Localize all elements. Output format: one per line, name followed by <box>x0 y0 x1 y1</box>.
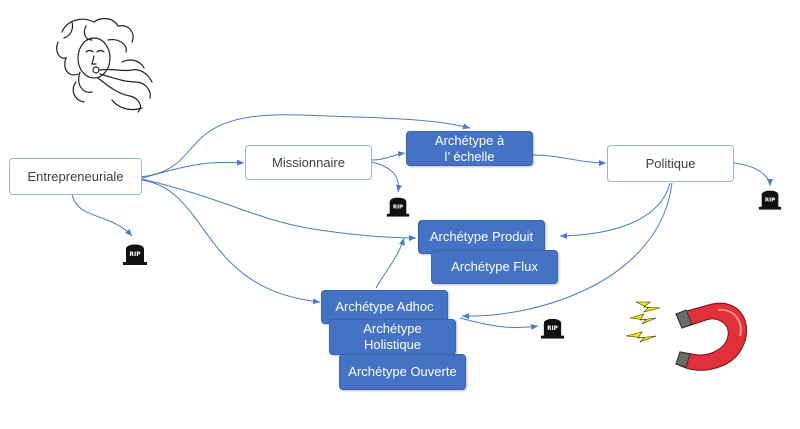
arrow-adhoc-to-rip <box>459 317 539 330</box>
arrow-entrepreneuriale-to-rip <box>71 192 133 237</box>
arrow-politique-to-produit <box>559 182 671 239</box>
node-archetype-echelle-line1: Archétype à <box>434 132 505 148</box>
svg-text:RIP: RIP <box>393 204 403 210</box>
node-archetype-produit[interactable]: Archétype Produit <box>418 220 545 254</box>
arrow-politique-to-adhoc <box>461 182 673 320</box>
node-archetype-holistique-line2: Holistique <box>363 337 422 352</box>
node-archetype-holistique-line1: Archétype <box>363 321 422 336</box>
node-missionnaire-label: Missionnaire <box>272 154 345 170</box>
node-archetype-ouverte[interactable]: Archétype Ouverte <box>339 354 466 390</box>
node-archetype-produit-label: Archétype Produit <box>429 229 534 244</box>
svg-text:RIP: RIP <box>547 326 558 332</box>
tombstone-rip-icon: RIP <box>540 318 565 339</box>
tombstone-rip-icon: RIP <box>386 197 410 217</box>
node-missionnaire[interactable]: Missionnaire <box>245 145 372 180</box>
node-archetype-ouverte-label: Archétype Ouverte <box>348 364 457 379</box>
arrow-entrepreneuriale-to-missionnaire <box>141 159 245 179</box>
svg-text:RIP: RIP <box>765 197 775 203</box>
magnet-icon <box>625 301 747 371</box>
arrow-echelle-to-politique <box>532 154 607 166</box>
node-politique[interactable]: Politique <box>607 145 734 182</box>
node-archetype-adhoc-label: Archétype Adhoc <box>335 299 434 314</box>
arrow-entrepreneuriale-to-produit <box>141 178 417 241</box>
arrow-politique-to-rip <box>733 162 773 187</box>
node-archetype-echelle-line2: l’ échelle <box>444 148 495 164</box>
node-entrepreneuriale-label: Entrepreneuriale <box>27 168 124 184</box>
tombstone-rip-icon: RIP <box>123 244 147 265</box>
arrow-missionnaire-to-echelle <box>371 151 406 161</box>
arrow-entrepreneuriale-to-echelle <box>139 114 471 178</box>
node-archetype-flux-label: Archétype Flux <box>451 259 538 274</box>
tombstone-rip-icon: RIP <box>758 190 782 210</box>
node-politique-label: Politique <box>645 155 696 171</box>
node-archetype-flux[interactable]: Archétype Flux <box>431 250 558 284</box>
node-archetype-holistique[interactable]: Archétype Holistique <box>329 319 456 355</box>
arrow-entrepreneuriale-to-adhoc <box>141 179 321 305</box>
arrow-adhoc-to-produit <box>375 237 405 289</box>
arrow-missionnaire-to-rip <box>371 161 402 193</box>
wind-blowing-face-icon <box>56 17 153 113</box>
svg-text:RIP: RIP <box>129 251 141 258</box>
node-archetype-echelle[interactable]: Archétype à l’ échelle <box>406 131 533 166</box>
node-entrepreneuriale[interactable]: Entrepreneuriale <box>9 158 142 195</box>
